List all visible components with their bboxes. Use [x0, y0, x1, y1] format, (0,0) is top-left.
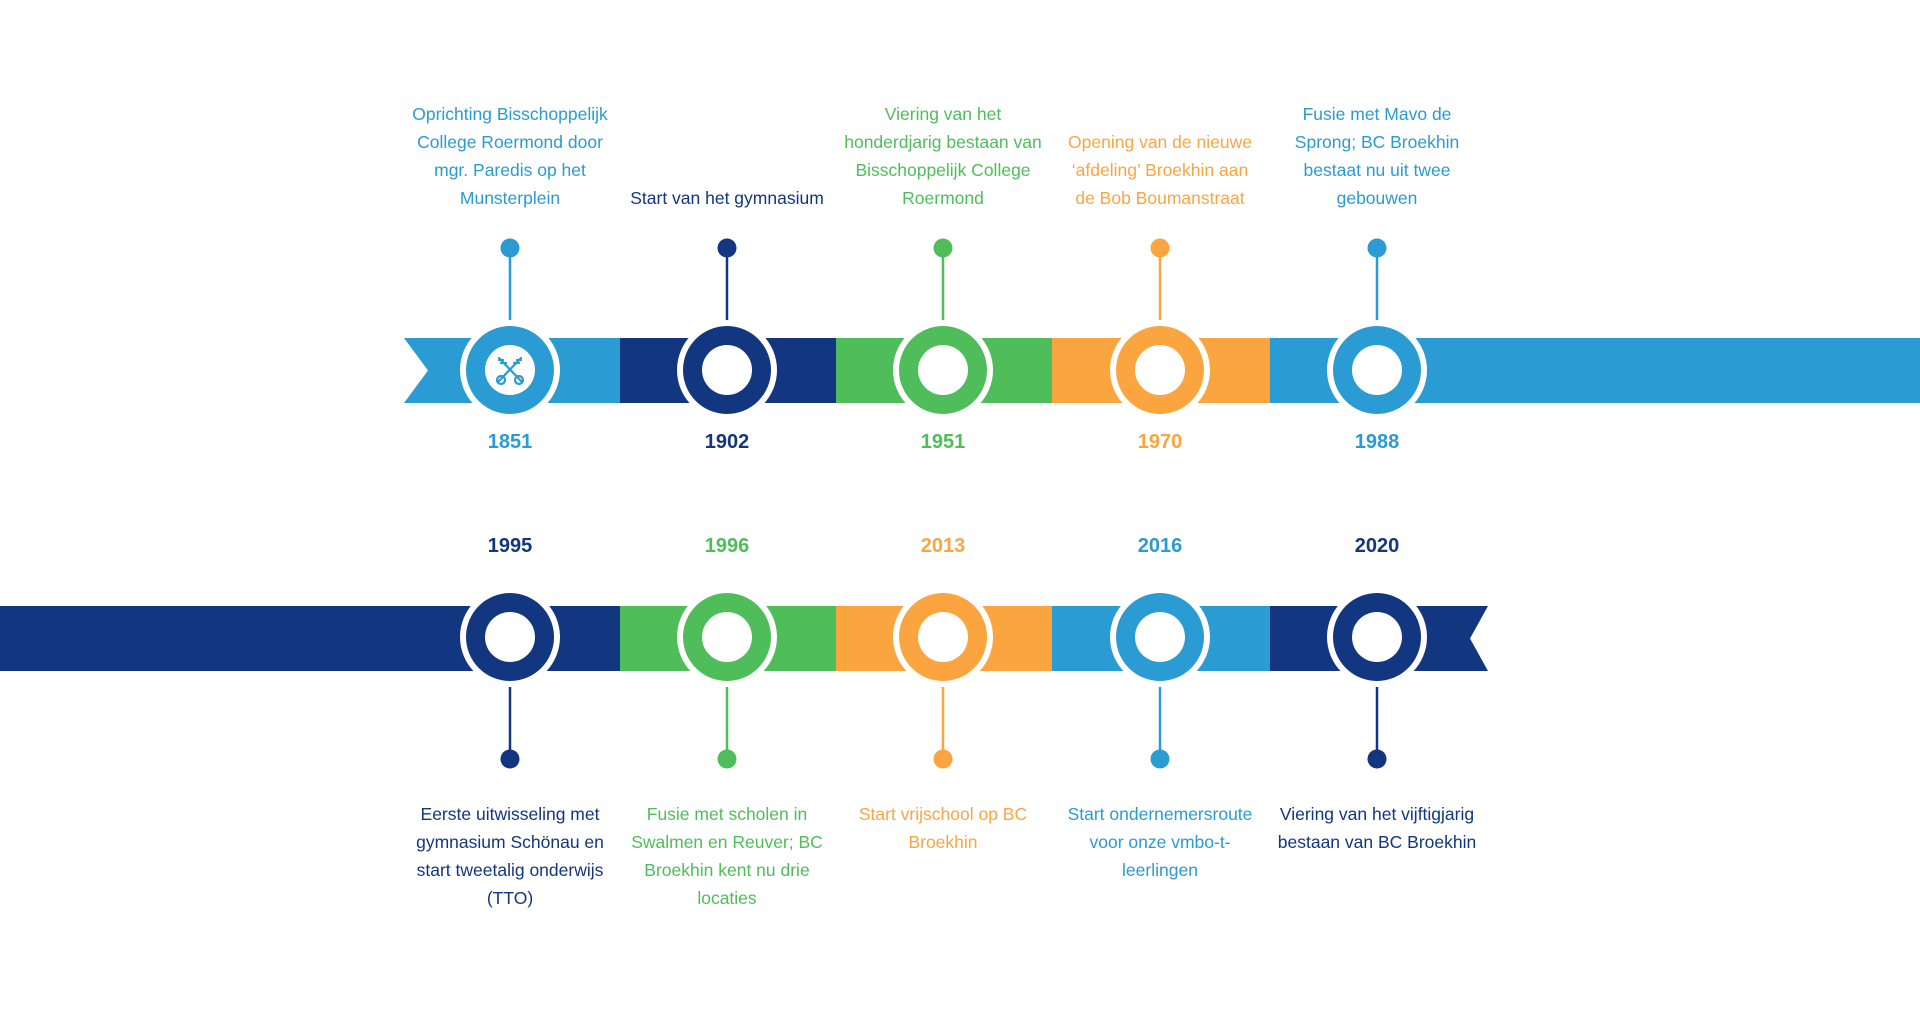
ring-center-1902	[702, 345, 752, 395]
milestone-stems	[500, 238, 1387, 769]
year-label-1996: 1996	[704, 535, 750, 557]
ring-center-1995	[485, 612, 535, 662]
ring-center-1988	[1352, 345, 1402, 395]
milestone-caption-2020: Viering van het vijftigjarig bestaan van…	[1277, 804, 1477, 852]
year-label-2016: 2016	[1137, 535, 1183, 557]
milestone-caption-1970: Opening van de nieuwe ‘afdeling’ Broekhi…	[1068, 132, 1252, 208]
ring-center-2016	[1135, 612, 1185, 662]
year-label-2013: 2013	[920, 535, 966, 557]
milestone-caption-1851: Oprichting Bisschoppelijk College Roermo…	[412, 104, 608, 208]
milestone-caption-1902: Start van het gymnasium	[630, 188, 824, 208]
year-label-1995: 1995	[487, 535, 533, 557]
dot-1851	[500, 238, 520, 258]
dot-1970	[1150, 238, 1170, 258]
crossed-keys-icon	[495, 356, 525, 386]
milestone-caption-2016: Start ondernemersroute voor onze vmbo-t-…	[1067, 804, 1253, 880]
year-label-1902: 1902	[704, 431, 750, 453]
ring-center-1970	[1135, 345, 1185, 395]
ring-center-2013	[918, 612, 968, 662]
year-label-1970: 1970	[1137, 431, 1183, 453]
milestone-caption-1988: Fusie met Mavo de Sprong; BC Broekhin be…	[1294, 104, 1460, 208]
dot-2013	[933, 749, 953, 769]
milestone-caption-2013: Start vrijschool op BC Broekhin	[858, 804, 1028, 852]
dot-1996	[717, 749, 737, 769]
milestone-rings	[460, 320, 1427, 687]
dot-2020	[1367, 749, 1387, 769]
ring-center-2020	[1352, 612, 1402, 662]
year-label-1851: 1851	[487, 431, 533, 453]
dot-1902	[717, 238, 737, 258]
dot-1995	[500, 749, 520, 769]
milestone-caption-1996: Fusie met scholen in Swalmen en Reuver; …	[631, 804, 823, 908]
ring-center-1996	[702, 612, 752, 662]
dot-2016	[1150, 749, 1170, 769]
milestone-caption-1951: Viering van het honderdjarig bestaan van…	[844, 104, 1042, 208]
milestone-caption-1995: Eerste uitwisseling met gymnasium Schöna…	[416, 804, 604, 908]
year-label-1988: 1988	[1354, 431, 1400, 453]
year-label-2020: 2020	[1354, 535, 1400, 557]
dot-1988	[1367, 238, 1387, 258]
ring-center-1951	[918, 345, 968, 395]
dot-1951	[933, 238, 953, 258]
year-label-1951: 1951	[920, 431, 966, 453]
